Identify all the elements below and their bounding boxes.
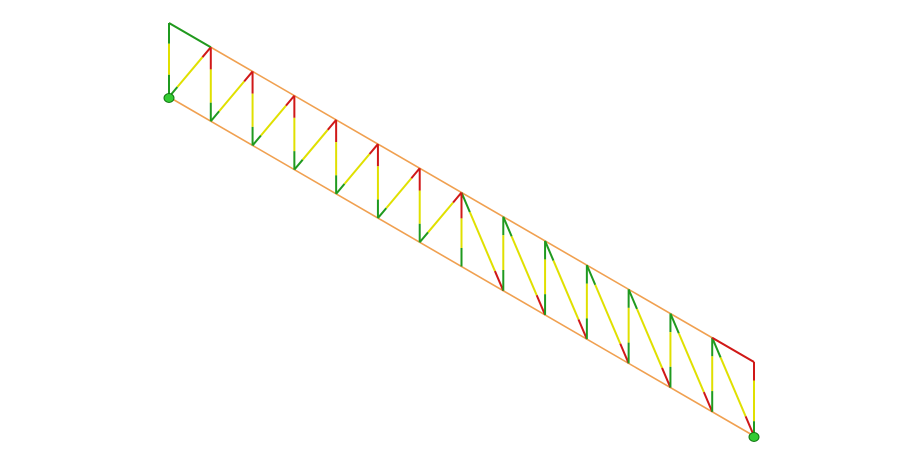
diagonal-2-seg-1 — [260, 104, 287, 137]
diagonal-13-seg-1 — [719, 357, 747, 417]
diagonal-0-seg-1 — [176, 56, 204, 88]
support-group — [163, 93, 760, 442]
diagonal-1-seg-0 — [210, 110, 220, 122]
diagonal-9-seg-1 — [552, 260, 580, 320]
diagonal-0-seg-2 — [201, 46, 212, 58]
diagonal-6-seg-1 — [427, 201, 454, 233]
diagonal-8-seg-1 — [510, 235, 538, 296]
diagonal-5-seg-1 — [385, 177, 413, 209]
diagonal-12-seg-2 — [702, 391, 714, 413]
diagonal-11-seg-1 — [636, 308, 663, 369]
diagonal-1-seg-1 — [218, 80, 245, 112]
right-support — [748, 432, 760, 442]
diagonal-10-seg-1 — [594, 284, 622, 345]
diagonal-6-seg-0 — [418, 231, 429, 243]
diagonal-7-seg-2 — [494, 270, 505, 292]
diagonal-4-seg-2 — [368, 143, 379, 155]
diagonal-4-seg-1 — [343, 153, 371, 185]
web-member-group — [168, 22, 755, 437]
diagonal-3-seg-2 — [327, 119, 337, 131]
diagonal-5-seg-2 — [410, 167, 421, 179]
diagonal-11-seg-0 — [627, 288, 638, 310]
pin-support-icon — [163, 93, 175, 103]
diagonal-12-seg-0 — [669, 313, 680, 334]
diagonal-8-seg-2 — [535, 294, 546, 316]
diagonal-9-seg-2 — [577, 319, 588, 340]
diagonal-4-seg-0 — [335, 183, 346, 195]
top-diag-0-seg-0 — [168, 22, 212, 49]
diagonal-3-seg-0 — [293, 159, 304, 171]
diagonal-7-seg-1 — [468, 211, 496, 272]
diagonal-7-seg-0 — [460, 192, 471, 213]
diagonal-3-seg-1 — [301, 129, 329, 161]
pin-support-icon — [748, 432, 760, 442]
diagonal-12-seg-1 — [677, 332, 705, 393]
diagonal-8-seg-0 — [502, 216, 513, 237]
diagonal-10-seg-2 — [619, 343, 630, 364]
end-top-diag-seg-0 — [711, 336, 755, 363]
diagonal-2-seg-0 — [251, 134, 262, 147]
left-support — [163, 93, 175, 103]
diagonal-5-seg-0 — [377, 207, 388, 219]
diagonal-6-seg-2 — [452, 191, 463, 204]
diagonal-2-seg-2 — [285, 94, 296, 107]
diagonal-1-seg-2 — [243, 70, 254, 83]
diagonal-11-seg-2 — [661, 367, 672, 388]
diagonal-10-seg-0 — [585, 264, 597, 286]
diagonal-9-seg-0 — [544, 240, 555, 261]
diagonal-13-seg-0 — [711, 337, 722, 358]
